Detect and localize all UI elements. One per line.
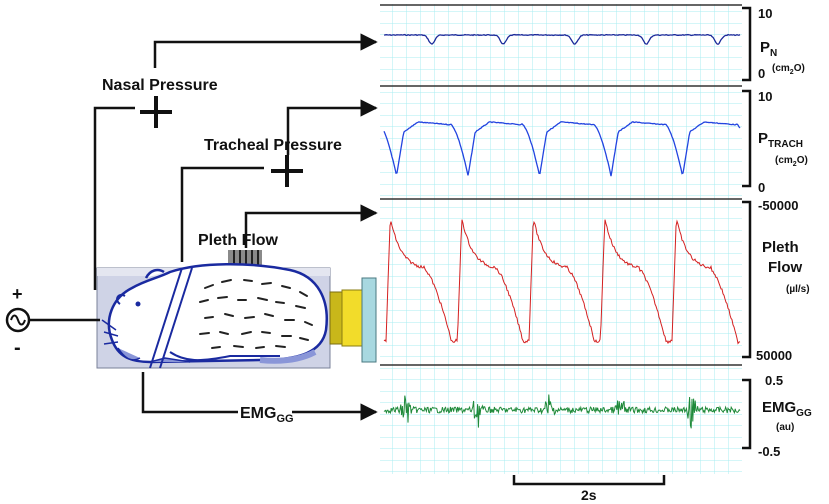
ptrach-scale-top: 10 <box>758 89 772 104</box>
pleth-trace-group <box>383 219 741 345</box>
svg-text:Pleth: Pleth <box>762 239 799 256</box>
svg-text:PN: PN <box>760 39 777 59</box>
pleth-trace <box>383 219 741 345</box>
pn-scale-top: 10 <box>758 6 772 21</box>
svg-text:PTRACH: PTRACH <box>758 130 803 150</box>
emg-trace <box>383 394 741 429</box>
nasal-port-plus <box>140 96 172 128</box>
pn-scale-bottom: 0 <box>758 66 765 81</box>
ptrach-scale-bottom: 0 <box>758 180 765 195</box>
svg-text:(µl/s): (µl/s) <box>786 284 810 295</box>
recording-grid <box>380 4 742 474</box>
svg-text:Flow: Flow <box>768 259 802 276</box>
source-minus-label: - <box>14 337 21 359</box>
svg-text:(au): (au) <box>776 422 794 433</box>
ac-source-icon <box>5 307 31 333</box>
time-scale-bar: 2s <box>512 475 666 503</box>
pn-trace-group <box>384 33 741 46</box>
ptrach-trace-group <box>383 120 741 177</box>
ptrach-trace <box>383 120 741 177</box>
pn-trace <box>384 33 741 46</box>
nasal-pressure-label: Nasal Pressure <box>102 77 218 94</box>
svg-text:2s: 2s <box>581 487 597 503</box>
scale-values: 10 0 10 0 -50000 50000 0.5 -0.5 <box>756 6 798 459</box>
svg-text:(cm2O): (cm2O) <box>772 63 805 76</box>
emg-channel-label: EMGGG (au) <box>762 399 812 433</box>
svg-text:(cm2O): (cm2O) <box>775 155 808 168</box>
ptrach-channel-label: PTRACH (cm2O) <box>758 130 808 168</box>
svg-text:EMGGG: EMGGG <box>762 399 812 419</box>
rat-illustration <box>101 263 328 369</box>
pleth-channel-label: Pleth Flow (µl/s) <box>762 239 810 295</box>
emg-scale-top: 0.5 <box>765 373 783 388</box>
pressure-transducer-icon <box>329 277 377 363</box>
connection-lines <box>30 33 378 421</box>
pleth-flow-label: Pleth Flow <box>198 232 279 249</box>
emg-label: EMGGG <box>240 405 294 425</box>
emg-scale-bottom: -0.5 <box>758 444 780 459</box>
tracheal-port-plus <box>271 155 303 187</box>
emg-trace-group <box>383 394 741 429</box>
pleth-scale-bottom: 50000 <box>756 348 792 363</box>
pn-channel-label: PN (cm2O) <box>760 39 805 76</box>
pleth-scale-top: -50000 <box>758 198 798 213</box>
scale-bars <box>742 6 752 450</box>
source-plus-label: + <box>12 284 23 304</box>
tracheal-pressure-label: Tracheal Pressure <box>204 137 342 154</box>
